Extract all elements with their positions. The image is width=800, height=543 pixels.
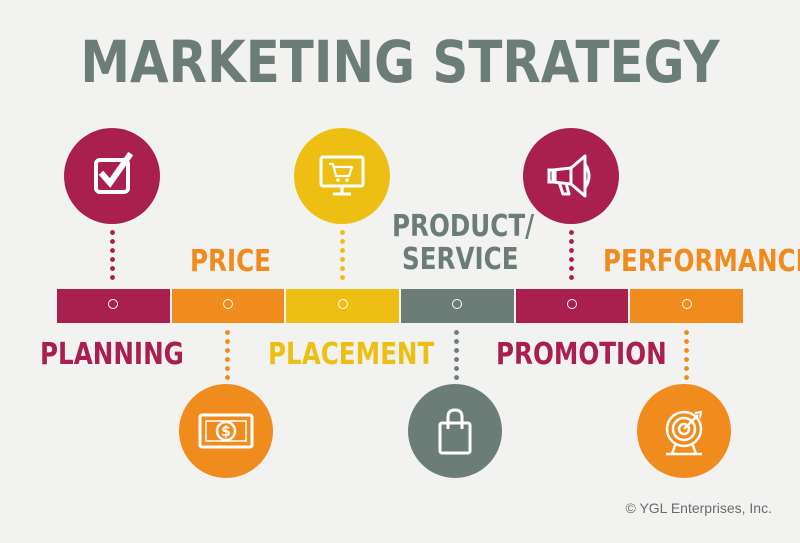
checkbox-icon [94,151,134,194]
shopping-bag-icon [438,408,472,455]
planning-circle [64,128,160,224]
money-icon: $ [198,413,254,449]
connector-product-service [454,328,459,380]
timeline-node [338,298,348,309]
price-circle: $ [179,384,273,478]
timeline-node [223,298,233,309]
label-product-service-line1: PRODUCT/ [392,209,535,244]
label-promotion: PROMOTION [496,337,667,372]
label-price: PRICE [190,244,271,279]
timeline-node [108,298,118,309]
product-service-circle [408,384,502,478]
svg-text:$: $ [221,424,231,440]
timeline-node [567,298,577,309]
placement-circle [294,128,390,224]
megaphone-icon [547,154,591,198]
connector-promotion [569,228,574,284]
label-planning: PLANNING [40,337,184,372]
timeline-node [682,298,692,309]
connector-planning [110,228,115,284]
connector-price [225,328,230,380]
target-icon [665,410,703,456]
label-performance: PERFORMANCE [603,244,800,279]
connector-placement [340,228,345,284]
computer-cart-icon [319,155,365,196]
diagram-title: MARKETING STRATEGY [80,28,720,96]
label-placement: PLACEMENT [268,337,435,372]
connector-performance [684,328,689,380]
performance-circle [637,384,731,478]
promotion-circle [523,128,619,224]
timeline-node [452,298,462,309]
label-product-service-line2: SERVICE [402,242,519,277]
copyright-text: © YGL Enterprises, Inc. [625,500,773,516]
